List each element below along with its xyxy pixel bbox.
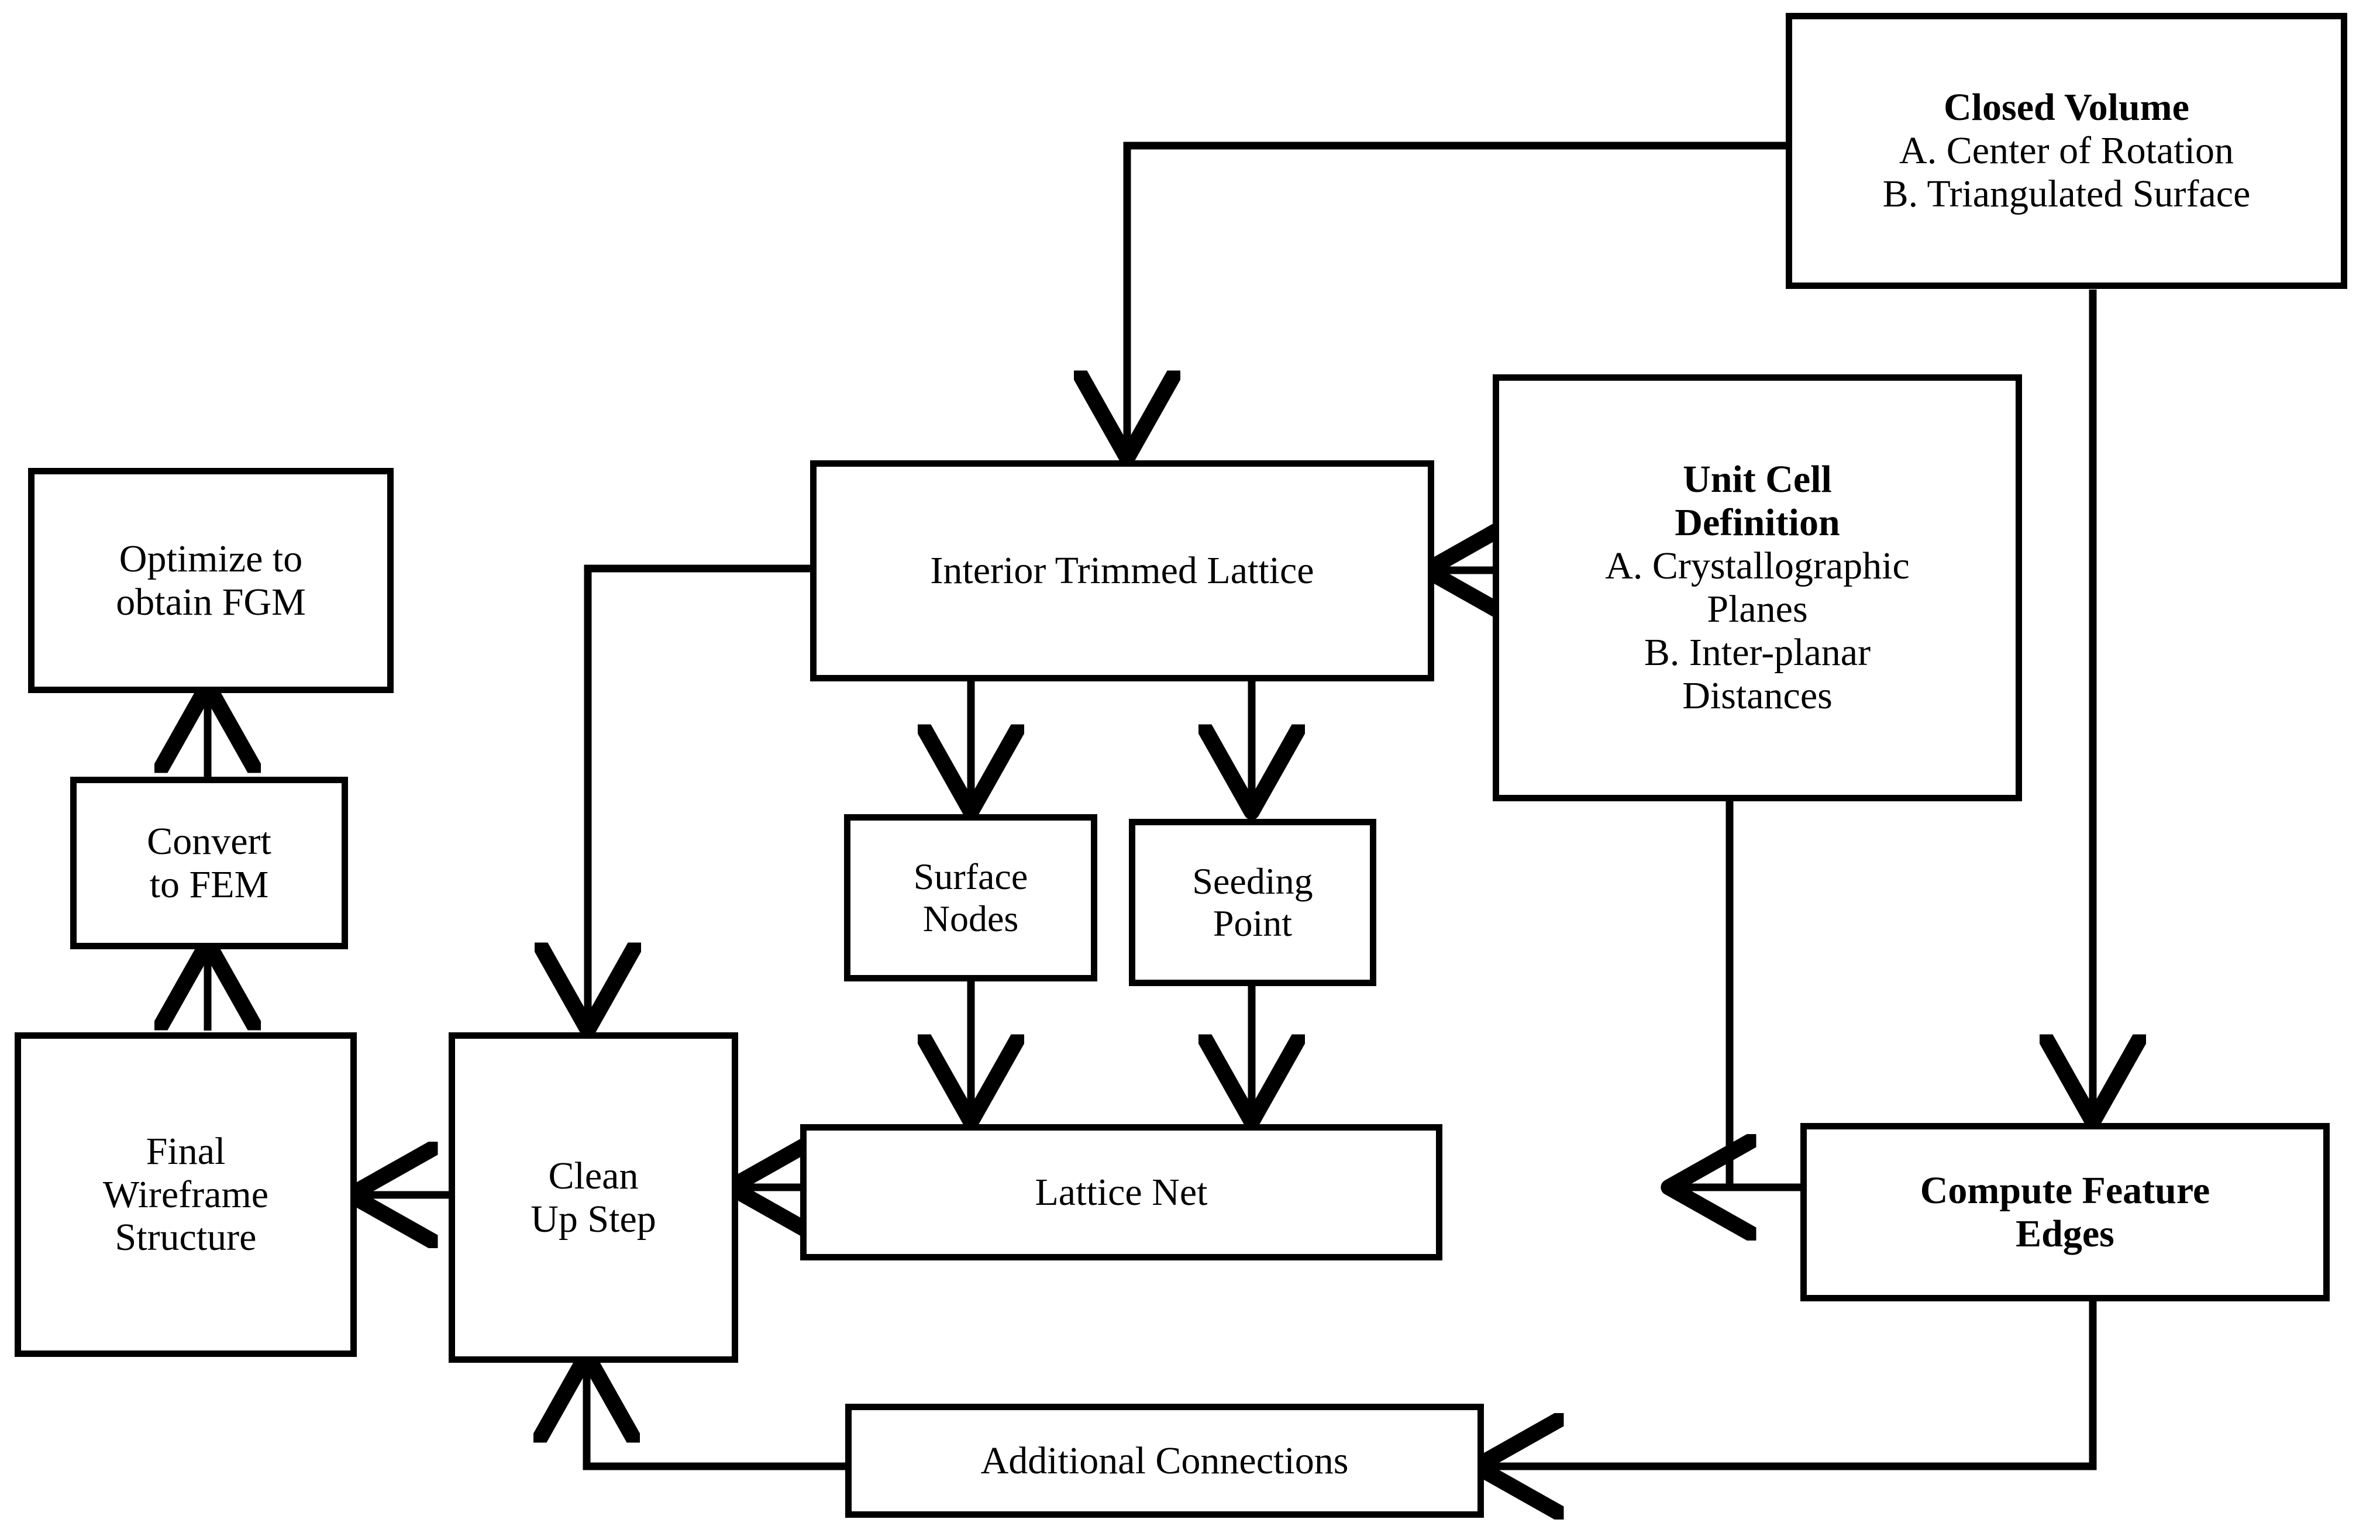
edge-unit-cell-to-lattice-net [1682,801,1734,1191]
node-final-wireframe-structure-line-1: Wireframe [102,1173,269,1216]
node-additional-connections-line-0: Additional Connections [980,1439,1349,1482]
node-optimize-to-obtain-fgm[interactable]: Optimize to obtain FGM [28,468,394,693]
node-surface-nodes-line-0: Surface [913,856,1028,898]
node-unit-cell-definition-line-1: Definition [1675,501,1840,545]
edge-additional-connections-to-clean-up-step [587,1363,851,1470]
node-clean-up-step[interactable]: Clean Up Step [449,1032,738,1363]
node-lattice-net[interactable]: Lattice Net [800,1124,1442,1260]
node-optimize-to-obtain-fgm-line-1: obtain FGM [116,580,306,623]
node-surface-nodes[interactable]: Surface Nodes [844,814,1097,981]
edge-interior-trimmed-lattice-to-clean-up-step [588,564,810,1022]
node-closed-volume-line-0: Closed Volume [1944,86,2189,129]
node-seeding-point-line-0: Seeding [1192,860,1313,902]
node-closed-volume[interactable]: Closed Volume A. Center of Rotation B. T… [1786,13,2347,289]
node-surface-nodes-line-1: Nodes [922,898,1019,939]
node-unit-cell-definition-line-3: Planes [1707,588,1808,631]
node-seeding-point-line-1: Point [1213,902,1293,944]
node-convert-to-fem-line-0: Convert [147,819,271,863]
node-convert-to-fem[interactable]: Convert to FEM [70,777,348,949]
node-compute-feature-edges-line-0: Compute Feature [1920,1169,2210,1212]
node-closed-volume-line-2: B. Triangulated Surface [1882,172,2251,215]
node-clean-up-step-line-0: Clean [548,1154,639,1197]
node-additional-connections[interactable]: Additional Connections [845,1404,1484,1518]
node-optimize-to-obtain-fgm-line-0: Optimize to [119,537,303,580]
node-unit-cell-definition-line-0: Unit Cell [1683,458,1832,501]
node-seeding-point[interactable]: Seeding Point [1129,819,1376,986]
node-final-wireframe-structure-line-0: Final [146,1129,226,1173]
node-final-wireframe-structure-line-2: Structure [115,1216,257,1259]
edge-compute-feature-edges-to-additional-connections [1484,1301,2097,1466]
node-convert-to-fem-line-1: to FEM [149,863,269,906]
node-interior-trimmed-lattice[interactable]: Interior Trimmed Lattice [810,460,1434,681]
node-unit-cell-definition[interactable]: Unit Cell Definition A. Crystallographic… [1493,374,2022,801]
node-clean-up-step-line-1: Up Step [531,1197,656,1241]
node-unit-cell-definition-line-5: Distances [1682,674,1833,717]
node-interior-trimmed-lattice-line-0: Interior Trimmed Lattice [930,549,1314,592]
node-compute-feature-edges-line-1: Edges [2016,1212,2114,1255]
node-final-wireframe-structure[interactable]: Final Wireframe Structure [15,1032,357,1357]
node-unit-cell-definition-line-2: A. Crystallographic [1605,545,1910,588]
node-lattice-net-line-0: Lattice Net [1035,1170,1208,1214]
node-closed-volume-line-1: A. Center of Rotation [1899,129,2234,173]
node-compute-feature-edges[interactable]: Compute Feature Edges [1800,1123,2330,1301]
node-unit-cell-definition-line-4: B. Inter-planar [1644,631,1871,674]
